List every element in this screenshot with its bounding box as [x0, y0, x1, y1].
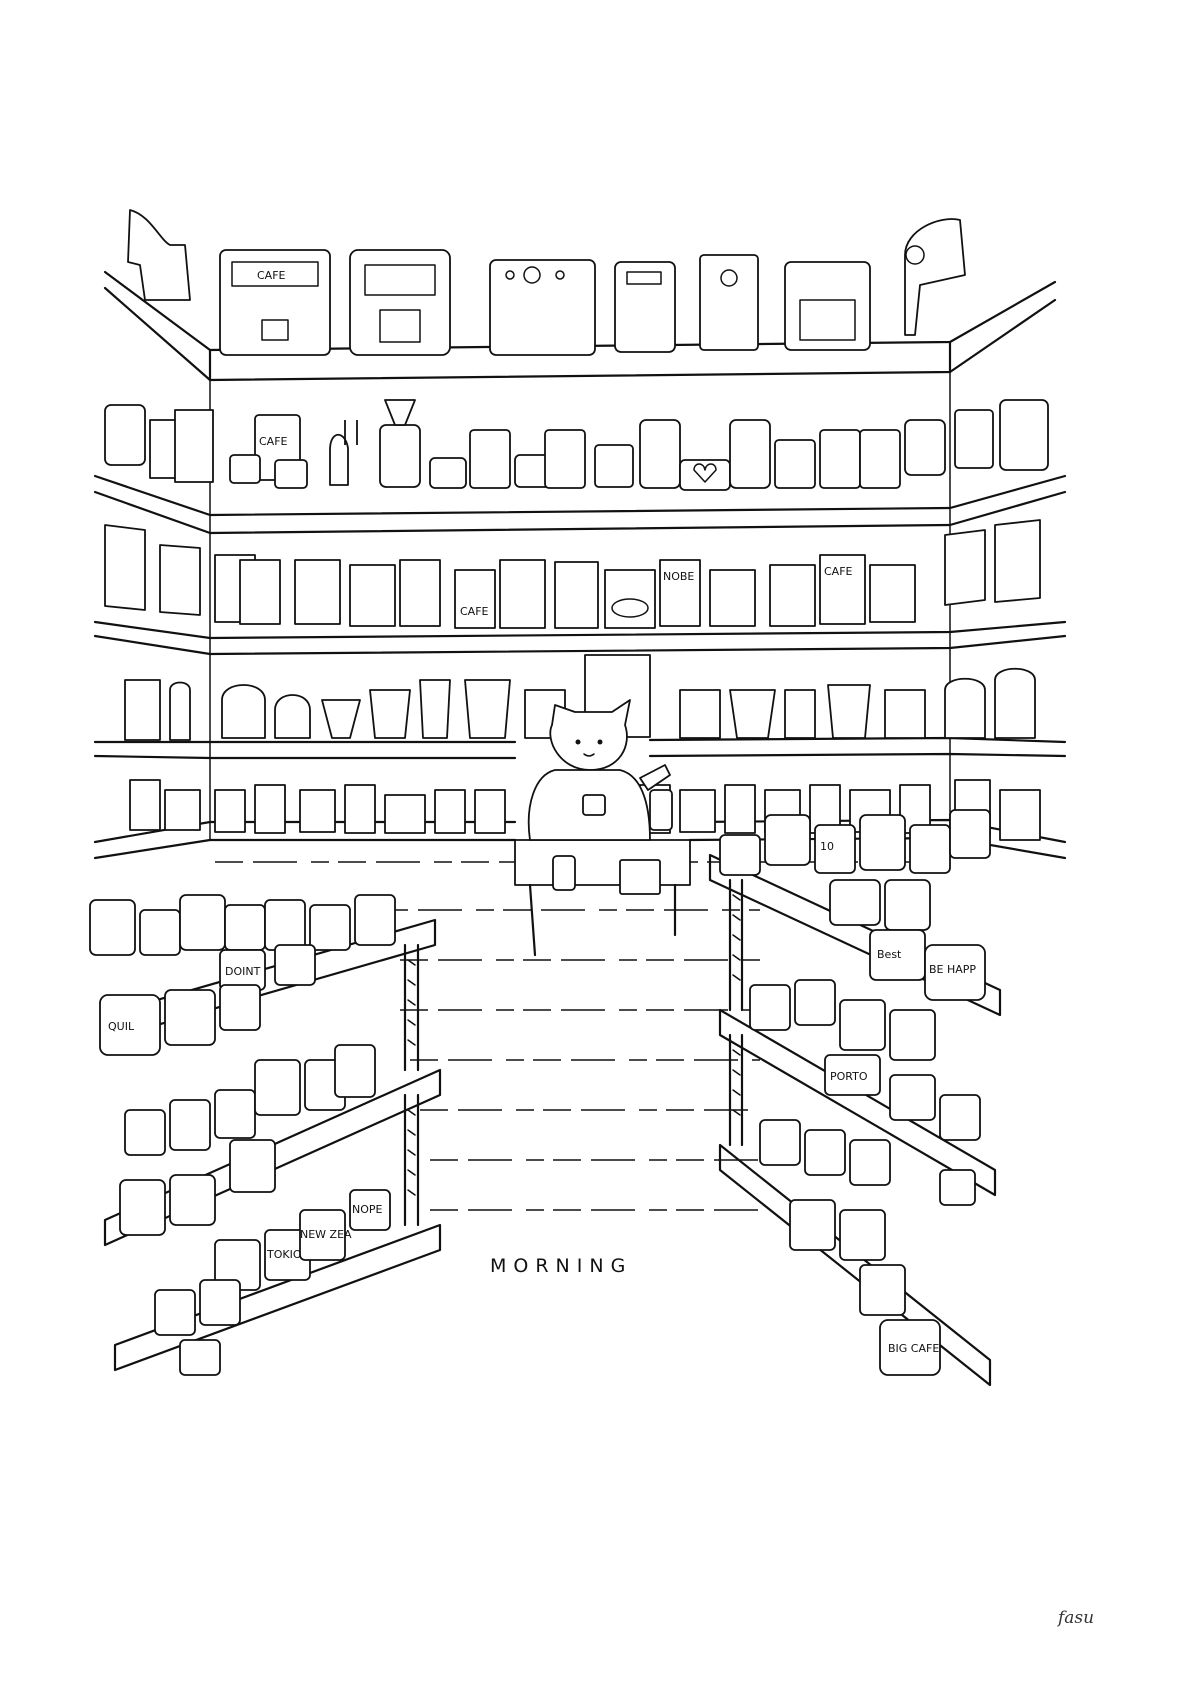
left-shelving-unit — [103, 918, 442, 1372]
right-mugs: 10 Best BE HAPP PORTO BIG CAFE — [719, 809, 991, 1376]
espresso-machines: CAFE — [127, 209, 966, 356]
mug-label-9: 10 — [820, 840, 834, 853]
mug-label-6: NEW ZEA — [300, 1228, 352, 1241]
bag-label-3: CAFE — [824, 565, 853, 578]
jar-label: CAFE — [259, 435, 288, 448]
cat-at-table — [514, 699, 691, 957]
caption-morning: MORNING — [490, 1255, 633, 1277]
bag-label-2: NOBE — [663, 570, 694, 583]
artist-signature: fasu — [1058, 1608, 1095, 1628]
shelf-cups-jars: CAFE — [104, 399, 1049, 491]
floor-planks — [215, 861, 950, 1211]
bag-label-1: CAFE — [460, 605, 489, 618]
machine-label: CAFE — [257, 269, 286, 282]
shelf-coffee-bags: CAFE NOBE CAFE — [104, 519, 1041, 629]
shelf-kettles — [124, 654, 1036, 741]
mug-label-10: DOINT — [225, 965, 261, 978]
mug-label-5: TOKIO — [266, 1248, 302, 1261]
mug-label-1: QUIL — [108, 1020, 135, 1033]
mug-label-3: BE HAPP — [929, 963, 976, 976]
mug-label-7: BIG CAFE — [888, 1342, 939, 1355]
mug-label-4: PORTO — [830, 1070, 868, 1083]
left-mugs: DOINT QUIL TOKIO NEW ZEA NOPE — [89, 894, 396, 1376]
mug-label-2: Best — [877, 948, 902, 961]
mug-label-8: NOPE — [352, 1203, 383, 1216]
